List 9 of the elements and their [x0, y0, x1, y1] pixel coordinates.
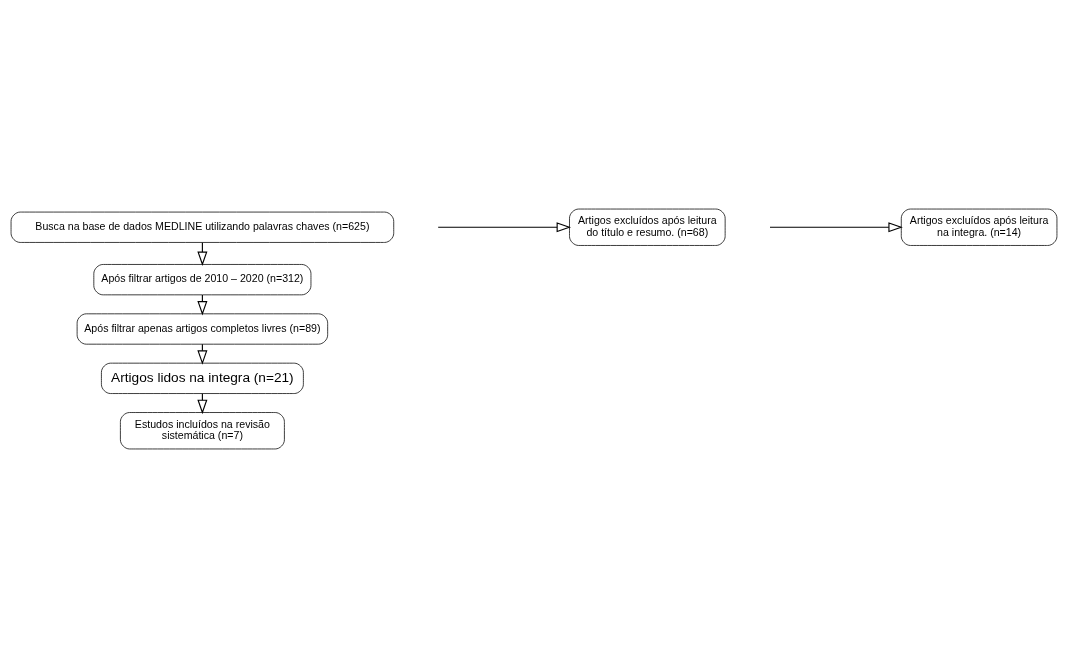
node-box: Artigos excluídos após leitura na integra. (n=14) [900, 208, 1058, 246]
node-box: Artigos lidos na integra (n=21) [101, 362, 304, 394]
node-box: Após filtrar artigos de 2010 – 2020 (n=312) [93, 263, 312, 295]
node-box: Estudos incluídos na revisão sistemática (n=7) [120, 411, 285, 449]
node-box: Artigos excluídos após leitura do título e resumo. (n=68) [569, 208, 726, 246]
arrow [437, 221, 572, 232]
arrow [769, 221, 903, 232]
node-box: Após filtrar apenas artigos completos livres (n=89) [76, 312, 329, 345]
node-box: Busca na base de dados MEDLINE utilizando palavras chaves (n=625) [10, 211, 395, 243]
